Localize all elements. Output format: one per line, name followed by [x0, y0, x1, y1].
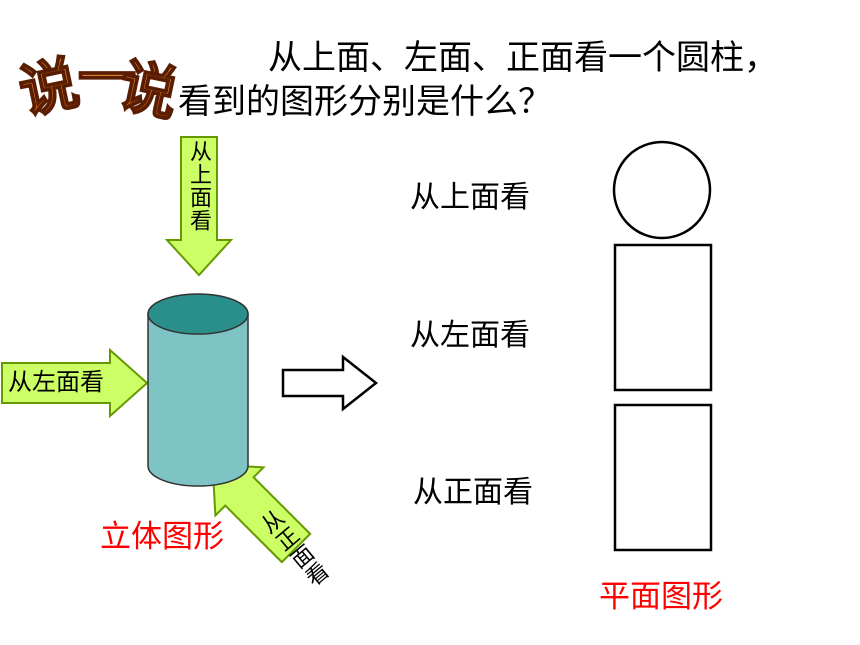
left-view-rectangle — [613, 243, 713, 392]
question-line-1: 从上面、左面、正面看一个圆柱， — [268, 38, 778, 78]
question-line-2: 看到的图形分别是什么？ — [178, 82, 552, 122]
left-view-arrow — [1, 347, 149, 419]
top-view-circle — [612, 140, 712, 240]
top-view-arrow — [164, 136, 234, 277]
solid-figure-label: 立体图形 — [100, 519, 224, 555]
logo-shuo-yi-shuo: 说 一 说 — [18, 43, 183, 128]
view-label-left: 从左面看 — [410, 318, 530, 353]
top-arrow-label: 从上面看 — [186, 140, 211, 232]
svg-text:一: 一 — [78, 44, 136, 112]
plane-figure-label: 平面图形 — [599, 579, 723, 615]
left-arrow-label: 从左面看 — [8, 368, 104, 396]
svg-text:说: 说 — [113, 51, 183, 128]
cylinder — [147, 293, 249, 487]
view-label-front: 从正面看 — [413, 475, 533, 510]
view-label-top: 从上面看 — [410, 180, 530, 215]
transform-arrow — [281, 354, 379, 412]
front-view-rectangle — [613, 403, 713, 552]
